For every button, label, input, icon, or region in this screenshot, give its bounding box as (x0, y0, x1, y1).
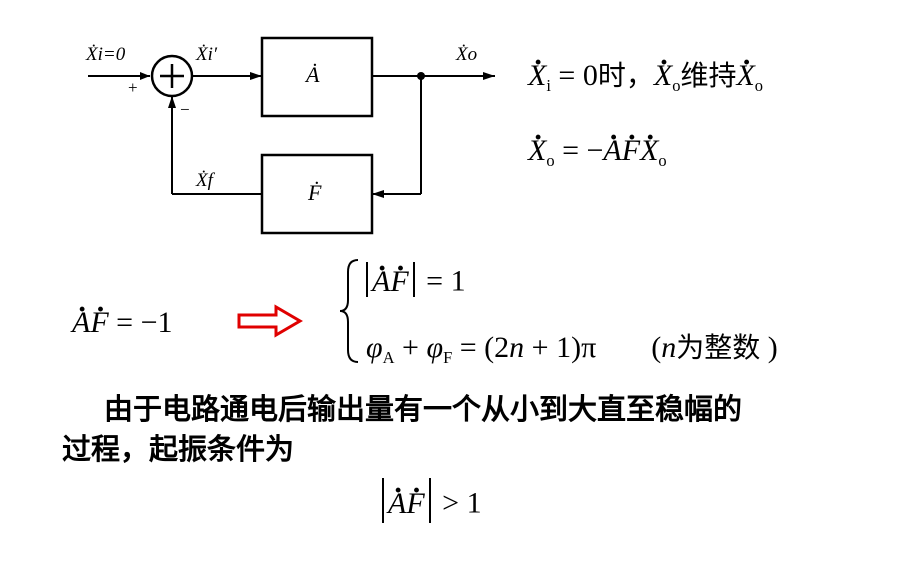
oscillation-condition: AF > 1 (378, 478, 482, 523)
feedback-signal-label: Ẋf (196, 170, 213, 191)
implies-arrow-icon (237, 304, 303, 338)
block-diagram (88, 36, 495, 235)
paragraph-line-1: 由于电路通电后输出量有一个从小到大直至稳幅的 (104, 392, 743, 426)
magnitude-condition: AF = 1 (362, 262, 466, 299)
left-brace-icon (339, 259, 359, 363)
paragraph-line-2: 过程，起振条件为 (62, 432, 295, 466)
minus-sign: − (180, 100, 190, 119)
input-label: Ẋi=0 (86, 44, 126, 65)
forward-block-label: Ȧ (306, 62, 320, 87)
equation-condition: Xi = 0时，Xo维持Xo (528, 54, 763, 96)
equation-af: AF = −1 (72, 306, 173, 340)
input-arrow (140, 72, 150, 80)
feedback-block-label: Ḟ (308, 180, 322, 205)
output-label: Ẋo (456, 44, 478, 65)
plus-sign: + (128, 78, 138, 97)
equation-output: Xo = −AFXo (528, 134, 667, 171)
error-label: Ẋi′ (196, 44, 218, 65)
phase-condition: φA + φF = (2n + 1)π (n为整数 ) (366, 331, 778, 367)
